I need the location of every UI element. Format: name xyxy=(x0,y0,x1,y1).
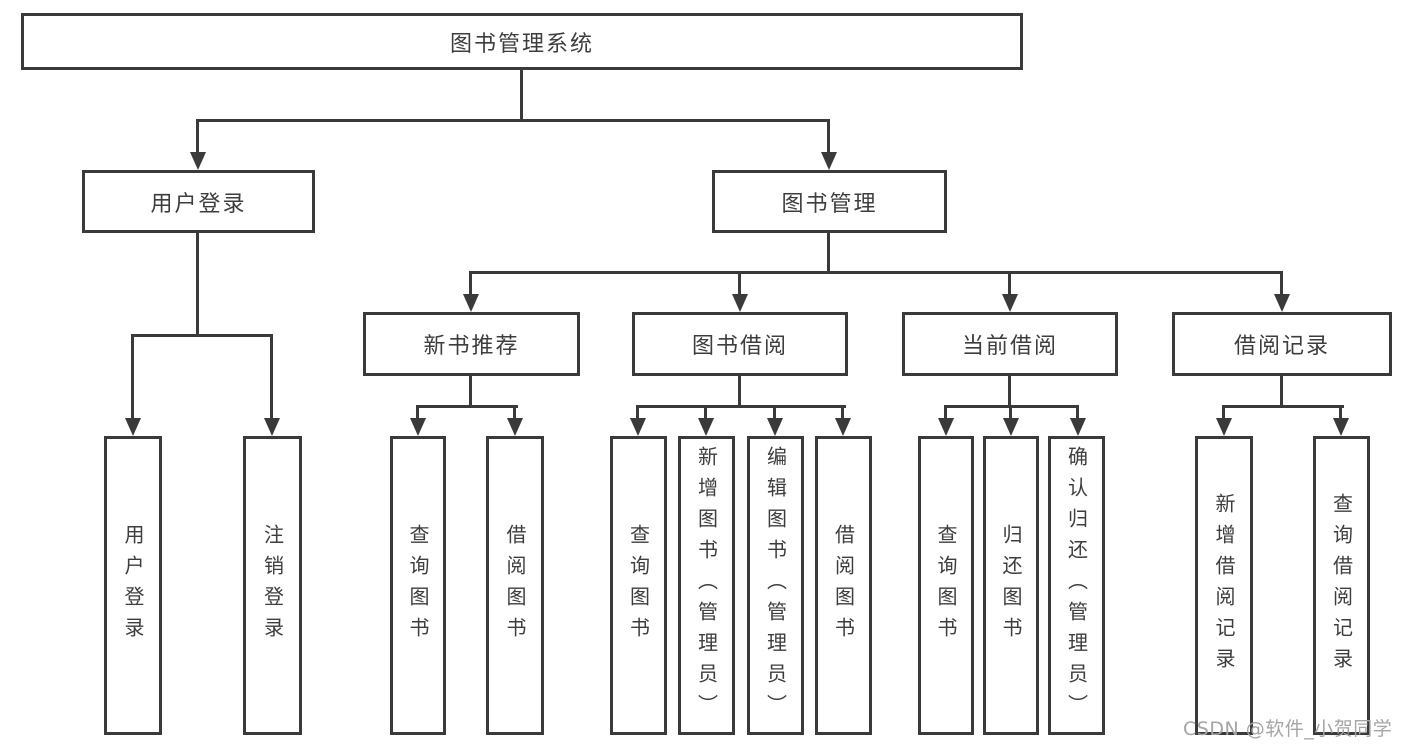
connector-line xyxy=(827,233,830,273)
node-user-login: 用户登录 xyxy=(82,170,315,233)
leaf-borrow-book: 借阅图书 xyxy=(815,436,872,735)
connector-line xyxy=(196,119,199,155)
arrowhead-icon xyxy=(410,418,426,436)
leaf-return-book: 归还图书 xyxy=(983,436,1039,735)
leaf-label: 查询借阅记录 xyxy=(1329,492,1354,679)
leaf-query-book-borrowing: 查询图书 xyxy=(610,436,667,735)
leaf-label: 新增图书（管理员） xyxy=(694,446,719,725)
leaf-label: 借阅图书 xyxy=(503,523,527,648)
connector-line xyxy=(1222,405,1225,421)
connector-line xyxy=(944,405,947,421)
leaf-label: 注销登录 xyxy=(260,523,285,648)
arrowhead-icon xyxy=(732,294,748,312)
node-book-borrowing: 图书借阅 xyxy=(632,312,848,376)
arrowhead-icon xyxy=(1003,418,1019,436)
connector-line xyxy=(827,119,830,155)
connector-line xyxy=(636,405,639,421)
connector-line xyxy=(773,405,776,421)
leaf-label: 归还图书 xyxy=(999,523,1023,648)
node-label: 新书推荐 xyxy=(423,334,520,359)
connector-line xyxy=(1008,376,1011,408)
leaf-edit-book-admin: 编辑图书（管理员） xyxy=(747,436,804,735)
arrowhead-icon xyxy=(463,294,479,312)
connector-line xyxy=(469,271,472,297)
connector-line xyxy=(738,271,741,297)
arrowhead-icon xyxy=(264,418,280,436)
connector-line xyxy=(196,119,830,122)
node-label: 用户登录 xyxy=(150,191,247,217)
arrowhead-icon xyxy=(125,418,141,436)
connector-line xyxy=(841,405,844,421)
connector-line xyxy=(469,271,1283,274)
arrowhead-icon xyxy=(1333,418,1349,436)
connector-line xyxy=(520,69,523,121)
leaf-label: 新增借阅记录 xyxy=(1212,492,1236,679)
leaf-query-borrow-record: 查询借阅记录 xyxy=(1313,436,1370,735)
connector-line xyxy=(1280,271,1283,297)
connector-line xyxy=(1222,405,1344,408)
connector-line xyxy=(131,334,134,421)
arrowhead-icon xyxy=(1070,418,1086,436)
connector-line xyxy=(738,376,741,408)
connector-line xyxy=(513,405,516,421)
arrowhead-icon xyxy=(190,152,206,170)
connector-line xyxy=(1009,405,1012,421)
leaf-label: 查询图书 xyxy=(934,523,958,648)
leaf-logout: 注销登录 xyxy=(243,436,302,735)
connector-line xyxy=(636,405,846,408)
connector-line xyxy=(1008,271,1011,297)
arrowhead-icon xyxy=(821,152,837,170)
leaf-label: 借阅图书 xyxy=(831,523,856,648)
node-label: 当前借阅 xyxy=(961,334,1058,359)
arrowhead-icon xyxy=(767,418,783,436)
arrowhead-icon xyxy=(630,418,646,436)
leaf-user-login: 用户登录 xyxy=(104,436,162,735)
node-library-management-system: 图书管理系统 xyxy=(21,13,1023,70)
connector-line xyxy=(1280,376,1283,408)
arrowhead-icon xyxy=(1002,294,1018,312)
arrowhead-icon xyxy=(1274,294,1290,312)
leaf-add-borrow-record: 新增借阅记录 xyxy=(1195,436,1253,735)
node-book-management: 图书管理 xyxy=(712,170,947,233)
leaf-label: 查询图书 xyxy=(626,523,651,648)
arrowhead-icon xyxy=(1216,418,1232,436)
arrowhead-icon xyxy=(507,418,523,436)
arrowhead-icon xyxy=(938,418,954,436)
leaf-add-book-admin: 新增图书（管理员） xyxy=(678,436,735,735)
connector-line xyxy=(1339,405,1342,421)
connector-line xyxy=(416,405,419,421)
connector-line xyxy=(196,233,199,337)
connector-line xyxy=(704,405,707,421)
node-label: 借阅记录 xyxy=(1233,334,1330,359)
connector-line xyxy=(131,334,273,337)
node-label: 图书借阅 xyxy=(691,334,788,359)
node-current-borrowing: 当前借阅 xyxy=(902,312,1118,376)
node-label: 图书管理系统 xyxy=(449,31,594,57)
connector-line xyxy=(1076,405,1079,421)
connector-line xyxy=(416,405,518,408)
csdn-watermark: CSDN @软件_小贺同学 xyxy=(1183,718,1393,740)
leaf-query-book-recommend: 查询图书 xyxy=(390,436,446,735)
leaf-label: 确认归还（管理员） xyxy=(1064,446,1089,725)
arrowhead-icon xyxy=(835,418,851,436)
leaf-borrow-book-recommend: 借阅图书 xyxy=(486,436,544,735)
leaf-label: 用户登录 xyxy=(121,523,145,648)
node-label: 图书管理 xyxy=(781,191,878,217)
arrowhead-icon xyxy=(698,418,714,436)
leaf-confirm-return-admin: 确认归还（管理员） xyxy=(1048,436,1105,735)
connector-line xyxy=(270,334,273,421)
leaf-label: 编辑图书（管理员） xyxy=(763,446,788,725)
leaf-query-book-current: 查询图书 xyxy=(918,436,974,735)
leaf-label: 查询图书 xyxy=(406,523,430,648)
node-new-book-recommend: 新书推荐 xyxy=(363,312,580,376)
node-borrowing-records: 借阅记录 xyxy=(1172,312,1392,376)
connector-line xyxy=(469,376,472,408)
